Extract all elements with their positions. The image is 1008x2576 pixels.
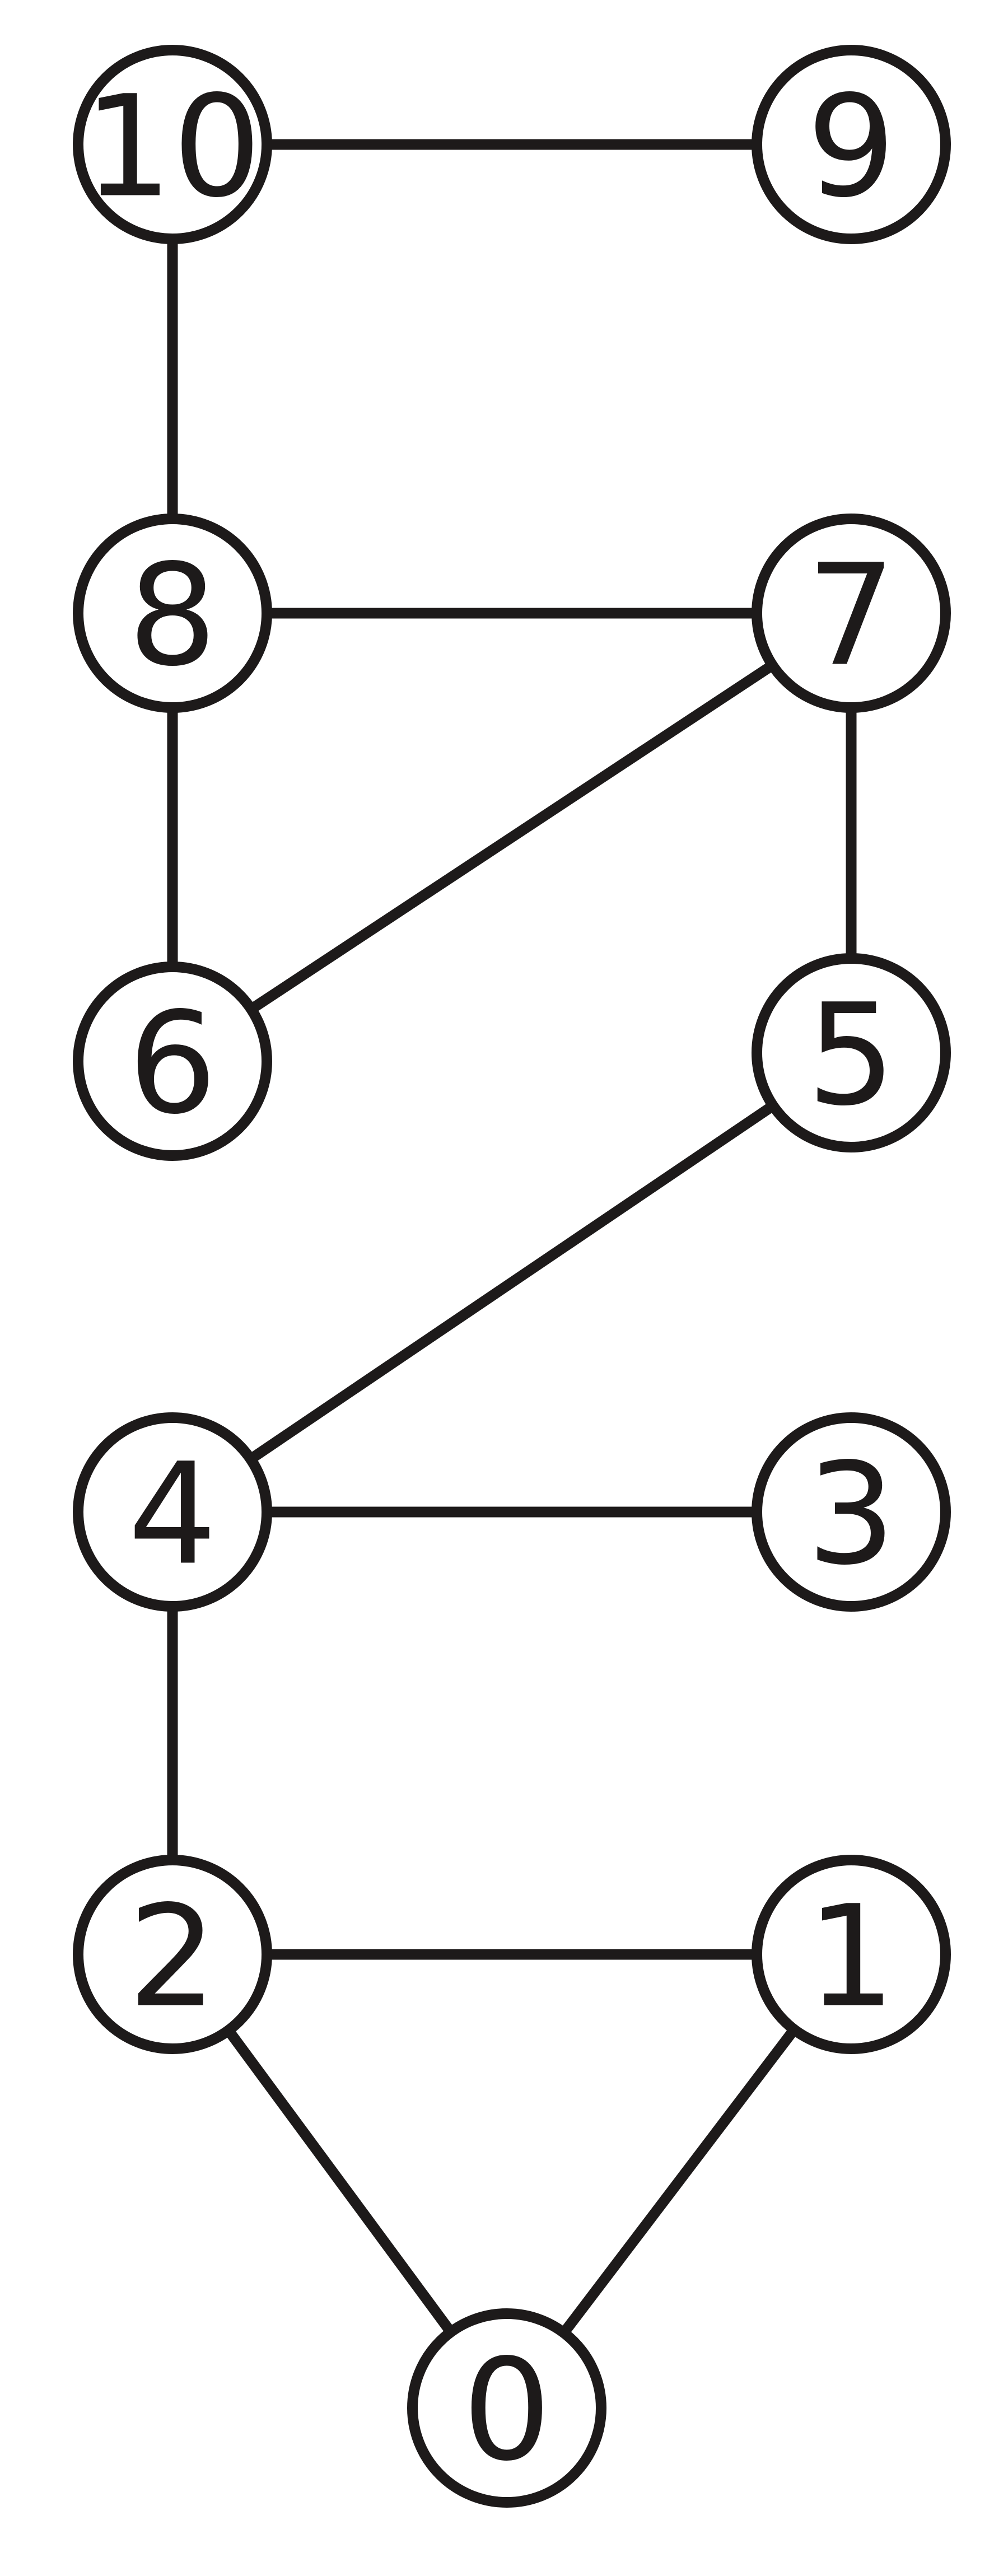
graph-node-label-4: 4: [128, 1433, 217, 1596]
graph-node-label-10: 10: [83, 66, 262, 228]
graph-node-circle-0[interactable]: [407, 2308, 606, 2508]
graph-edge-1-0: [559, 2026, 799, 2336]
graph-edge-7-6: [248, 660, 776, 1014]
graph-node-0[interactable]: 0: [407, 2308, 606, 2508]
graph-node-circle-1[interactable]: [752, 1855, 951, 2054]
graph-node-label-1: 1: [806, 1875, 895, 2038]
edges-layer: [167, 139, 857, 2336]
graph-node-circle-10[interactable]: [73, 45, 272, 244]
graph-node-circle-7[interactable]: [752, 514, 951, 713]
graph-node-label-0: 0: [462, 2329, 551, 2492]
graph-node-circle-3[interactable]: [752, 1412, 951, 1612]
graph-node-circle-4[interactable]: [73, 1412, 272, 1612]
graph-node-label-7: 7: [806, 534, 895, 697]
graph-node-circle-2[interactable]: [73, 1855, 272, 2054]
graph-node-circle-5[interactable]: [752, 953, 951, 1152]
graph-node-10[interactable]: 10: [73, 45, 272, 244]
graph-node-circle-8[interactable]: [73, 514, 272, 713]
graph-node-3[interactable]: 3: [752, 1412, 951, 1612]
graph-node-label-5: 5: [806, 974, 895, 1137]
graph-node-4[interactable]: 4: [73, 1412, 272, 1612]
graph-node-label-9: 9: [806, 66, 895, 228]
graph-node-label-2: 2: [128, 1875, 217, 2038]
graph-node-2[interactable]: 2: [73, 1855, 272, 2054]
graph-edge-5-4: [248, 1101, 776, 1464]
graph-node-label-8: 8: [128, 534, 217, 697]
graph-node-5[interactable]: 5: [752, 953, 951, 1152]
graph-node-9[interactable]: 9: [752, 45, 951, 244]
graph-node-8[interactable]: 8: [73, 514, 272, 713]
graph-edge-2-0: [224, 2027, 455, 2335]
graph-node-label-6: 6: [128, 982, 217, 1145]
nodes-layer: 0 1 2 3 4 5 6 7 8 9 10: [73, 45, 951, 2508]
graph-node-circle-6[interactable]: [73, 962, 272, 1161]
graph-node-circle-9[interactable]: [752, 45, 951, 244]
graph-node-1[interactable]: 1: [752, 1855, 951, 2054]
graph-node-label-3: 3: [806, 1433, 895, 1596]
graph-node-6[interactable]: 6: [73, 962, 272, 1161]
graph-node-7[interactable]: 7: [752, 514, 951, 713]
